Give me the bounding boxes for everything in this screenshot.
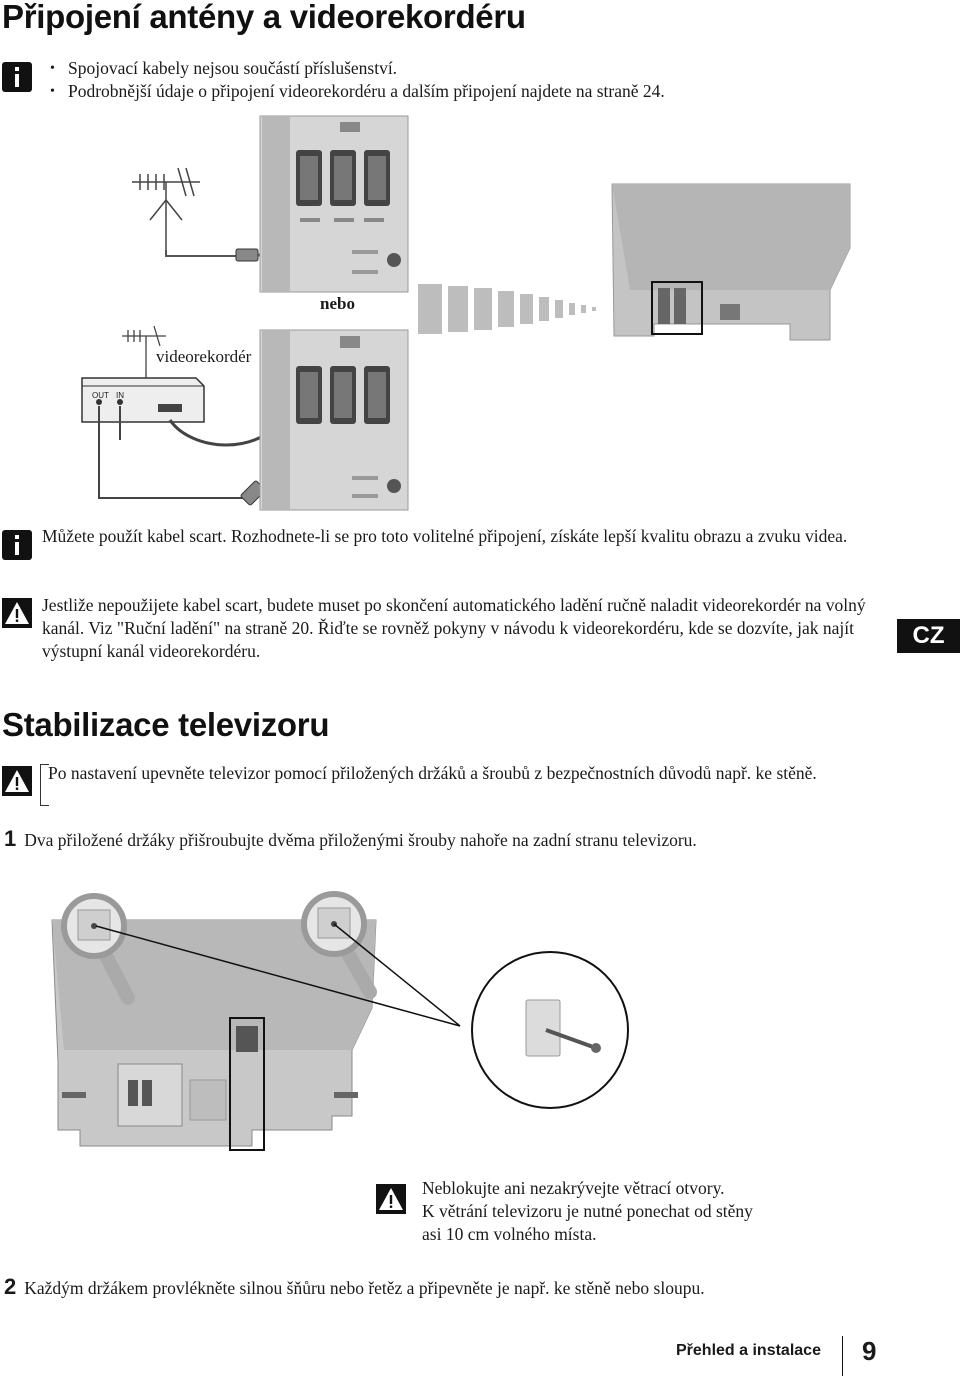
page-title: Připojení antény a videorekordéru [2,0,526,35]
detail-callout [471,951,629,1109]
vent-warning-line: K větrání televizoru je nutné ponechat o… [422,1201,753,1221]
info-scart-text: Můžete použít kabel scart. Rozhodnete-li… [42,526,848,546]
page-number: 9 [862,1336,877,1366]
magnifier-icon [61,893,135,1005]
tv-rear-illustration [611,183,851,341]
tv-connector-panel [259,115,409,293]
connection-diagram [81,115,851,511]
warning-icon [376,1184,406,1214]
or-label: nebo [320,294,355,313]
vent-warning-line: Neblokujte ani nezakrývejte větrací otvo… [422,1178,725,1198]
stabilize-warning-text: Po nastavení upevněte televizor pomocí p… [48,763,817,783]
footer-divider [842,1336,843,1376]
zoom-stripes [418,284,596,334]
step-text: Každým držákem provlékněte silnou šňůru … [24,1278,705,1298]
step-2: 2 Každým držákem provlékněte silnou šňůr… [4,1274,705,1300]
step-number: 1 [4,826,17,851]
note-bracket [40,764,49,806]
tv-bracket-illustration [51,891,629,1151]
vcr-in-label: IN [116,391,124,400]
antenna-icon [132,167,200,250]
warning-icon [2,766,32,796]
step-1: 1 Dva přiložené držáky přišroubujte dvěm… [4,826,697,852]
step-number: 2 [4,1274,17,1299]
section-title: Stabilizace televizoru [2,706,330,743]
info-icon [2,530,32,560]
note-list: Spojovací kabely nejsou součástí přísluš… [46,57,926,103]
note-item: Spojovací kabely nejsou součástí přísluš… [46,57,926,80]
step-text: Dva přiložené držáky přišroubujte dvěma … [24,830,697,850]
language-tab: CZ [897,619,960,653]
info-icon [2,62,32,92]
note-item: Podrobnější údaje o připojení videorekor… [46,80,926,103]
footer-section-label: Přehled a instalace [676,1342,821,1359]
vcr-label: videorekordér [156,347,252,366]
vcr-out-label: OUT [92,391,109,400]
vcr-illustration [81,377,205,423]
warning-scart-text: Jestliže nepoužijete kabel scart, budete… [42,595,866,661]
warning-icon [2,598,32,628]
vent-warning-line: asi 10 cm volného místa. [422,1224,597,1244]
vent-warning: Neblokujte ani nezakrývejte větrací otvo… [422,1177,842,1246]
